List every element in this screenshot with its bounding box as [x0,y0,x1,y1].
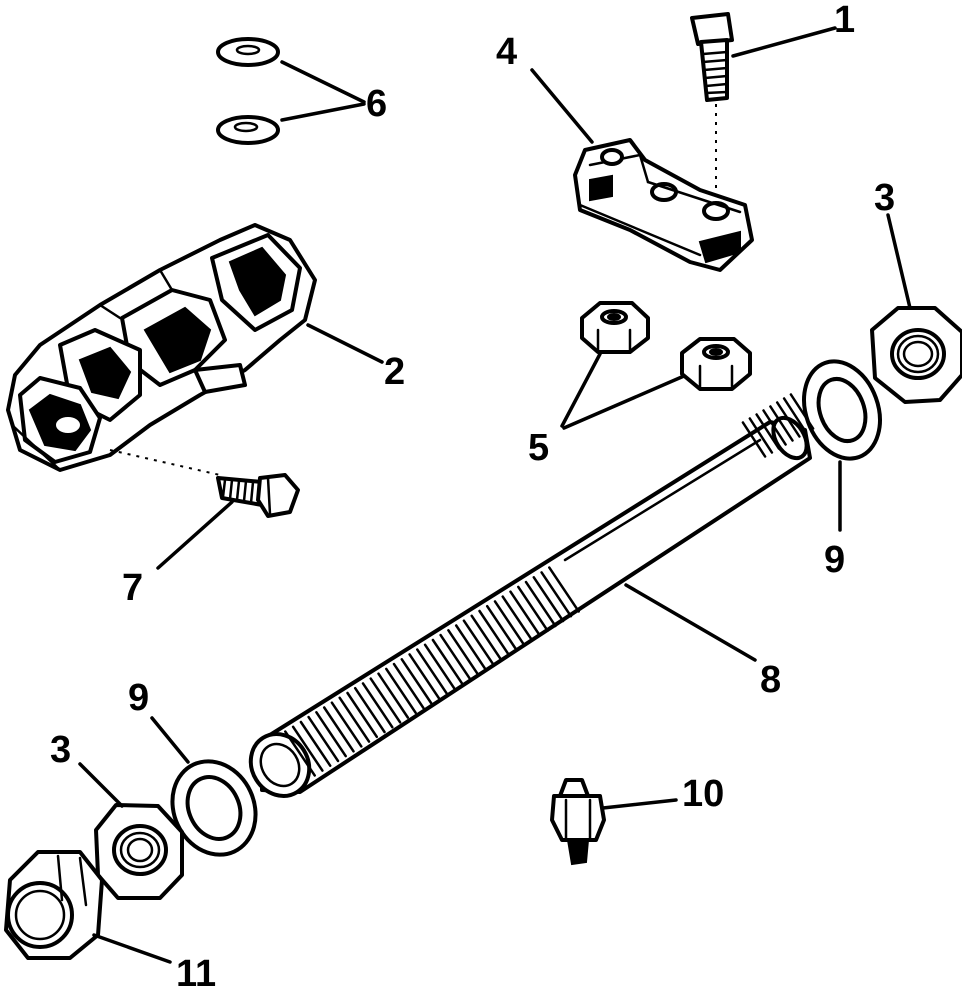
callout-2: 2 [384,351,405,393]
nut-part-3-left [94,803,184,900]
callout-8: 8 [760,659,781,701]
leader-3r [886,213,912,310]
callout-3-right: 3 [874,177,895,219]
thread-line [439,633,472,681]
nut-part-5-left [580,301,650,354]
thread-line [431,638,464,685]
callout-5: 5 [528,427,549,469]
thread-line [517,585,549,632]
callout-9-right: 9 [824,539,845,581]
thread-line [485,604,518,652]
screw-part-7 [216,473,300,518]
thread-line [548,566,580,613]
grease-fitting-part-10 [550,778,606,866]
washer-part-6-bottom [216,115,280,145]
thread-line [416,648,448,695]
thread-line [307,715,340,763]
leader-11 [92,933,172,964]
leader-7 [156,500,234,570]
callout-7: 7 [122,567,143,609]
callout-10: 10 [682,773,724,815]
thread-line [353,686,386,734]
thread-line [423,643,456,690]
thread-line [338,696,371,743]
leader-6b [280,102,366,122]
thread-line [385,667,417,714]
thread-line [775,401,801,438]
leader-8 [624,583,757,662]
thread-line [741,421,767,458]
leader-6a [280,60,366,104]
thread-line [322,706,355,753]
leader-2 [306,323,384,364]
leader-1 [731,26,837,58]
nut-part-5-right [680,337,752,391]
thread-line [299,720,332,767]
thread-line [361,682,394,729]
rod-thread-short [741,393,815,458]
threaded-rod-part-8 [248,393,815,798]
callout-1: 1 [834,0,855,41]
washer-part-6-top [216,37,280,67]
thread-line [769,405,794,442]
thread-line [524,580,557,628]
end-cap-part-11 [4,850,104,960]
thread-line [447,629,479,676]
callout-6: 6 [366,83,387,125]
callout-9-left: 9 [128,677,149,719]
thread-line [369,677,402,724]
thread-line [346,691,379,739]
thread-line [330,701,363,748]
callout-numbers: 1 2 3 3 4 5 6 7 8 9 9 10 11 [50,0,895,989]
thread-line [493,600,526,647]
thread-line [540,571,573,618]
thread-line [478,609,511,657]
leader-5b [562,374,686,430]
thread-line [284,730,316,777]
thread-line [501,595,534,642]
callout-11: 11 [176,953,216,989]
callout-4: 4 [496,31,517,73]
thread-line [377,672,410,719]
thread-line [408,653,441,700]
thread-line [392,662,425,710]
thread-line [462,619,495,666]
thread-line [470,614,503,661]
thread-line [762,409,787,446]
leader-3l [78,762,124,808]
bolt-part-1 [690,12,734,196]
bracket-part-4 [573,138,754,272]
leader-9l [150,716,190,764]
leader-4 [530,68,594,144]
yoke-part-2 [6,223,317,476]
callout-3-left: 3 [50,729,71,771]
washer-part-9-right [802,359,882,461]
thread-line [789,393,815,430]
thread-line [748,417,774,454]
rod-thread-long [284,566,580,777]
thread-line [782,397,808,434]
thread-line [400,658,433,705]
thread-line [509,590,542,637]
thread-line [532,576,565,623]
leader-10 [601,798,678,810]
thread-line [755,413,781,450]
leader-5a [560,352,602,428]
washer-part-9-left [170,759,258,857]
thread-line [291,725,324,772]
leader-lines [78,26,912,964]
nut-part-3-right [870,306,962,404]
thread-line [454,624,487,671]
thread-line [315,711,347,758]
